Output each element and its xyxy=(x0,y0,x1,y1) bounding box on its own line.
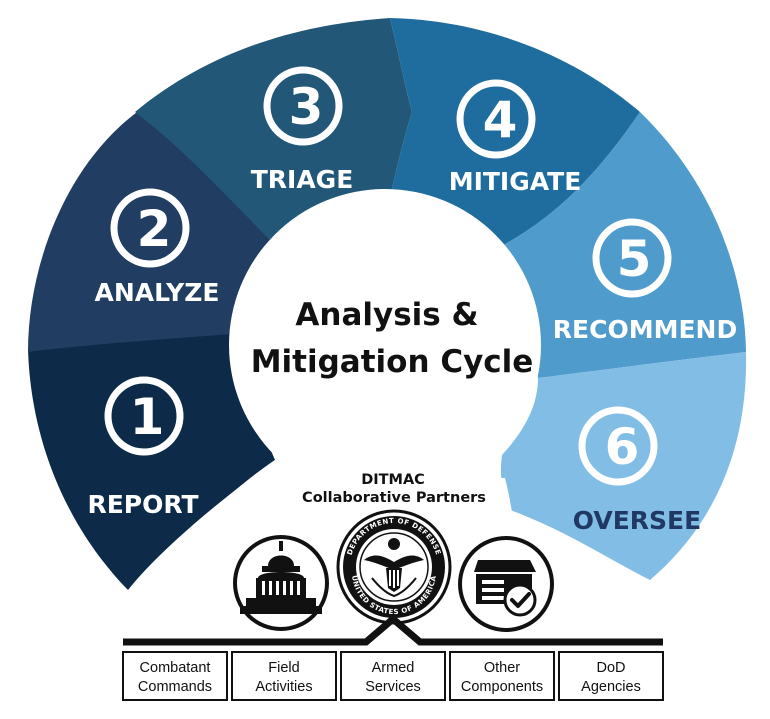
step-2-number-circle xyxy=(110,188,190,268)
step-6-number-circle xyxy=(578,406,658,486)
step-1-number-circle xyxy=(104,376,184,456)
step-4-number-circle xyxy=(456,79,536,159)
partner-box-line2: Components xyxy=(461,679,543,695)
segment-report xyxy=(28,330,275,590)
center-title-line1: Analysis & xyxy=(295,297,478,333)
segment-mitigate xyxy=(385,18,640,248)
capitol-icon xyxy=(233,535,329,631)
partners-title-line2: Collaborative Partners xyxy=(302,490,486,506)
step-5-number: 5 xyxy=(617,230,652,288)
step-1-number: 1 xyxy=(130,388,165,446)
step-2-label: ANALYZE xyxy=(95,278,220,307)
partners-boxes: Combatant Commands Field Activities Arme… xyxy=(122,651,664,701)
partner-box-armed-services: Armed Services xyxy=(340,651,446,701)
step-analyze: 2 ANALYZE xyxy=(95,188,220,307)
partner-box-field-activities: Field Activities xyxy=(231,651,337,701)
step-3-number: 3 xyxy=(289,78,324,136)
partner-box-other-components: Other Components xyxy=(449,651,555,701)
building-check-icon xyxy=(458,536,554,632)
step-triage: 3 TRIAGE xyxy=(251,66,354,194)
partner-box-combatant-commands: Combatant Commands xyxy=(122,651,228,701)
partner-box-line2: Commands xyxy=(138,679,212,695)
partner-box-line1: Armed xyxy=(372,660,415,676)
step-5-number-circle xyxy=(592,218,672,298)
cycle-segments xyxy=(28,18,747,590)
step-3-number-circle xyxy=(263,66,343,146)
step-oversee: 6 OVERSEE xyxy=(573,406,701,535)
segment-recommend xyxy=(498,112,746,378)
partner-box-line1: Other xyxy=(484,660,520,676)
step-5-label: RECOMMEND xyxy=(553,315,737,344)
dod-seal-icon: DEPARTMENT OF DEFENSE UNITED STATES OF A… xyxy=(336,509,452,625)
step-6-number: 6 xyxy=(605,418,640,476)
step-report: 1 REPORT xyxy=(87,376,199,519)
step-recommend: 5 RECOMMEND xyxy=(553,218,737,344)
segment-oversee xyxy=(500,352,747,580)
partners-bracket-line xyxy=(123,614,663,646)
partner-box-line1: Combatant xyxy=(140,660,211,676)
step-4-label: MITIGATE xyxy=(449,167,582,196)
partner-box-line1: Field xyxy=(268,660,299,676)
step-4-number: 4 xyxy=(483,91,518,149)
segment-analyze xyxy=(28,110,276,352)
partner-box-line2: Agencies xyxy=(581,679,641,695)
step-6-label: OVERSEE xyxy=(573,506,701,535)
step-3-label: TRIAGE xyxy=(251,165,354,194)
partners-title-line1: DITMAC xyxy=(361,472,425,488)
step-mitigate: 4 MITIGATE xyxy=(449,79,582,196)
partner-box-dod-agencies: DoD Agencies xyxy=(558,651,664,701)
center-title-line2: Mitigation Cycle xyxy=(251,344,534,380)
partner-box-line2: Services xyxy=(365,679,421,695)
center-circle xyxy=(229,189,541,501)
step-1-label: REPORT xyxy=(87,490,198,519)
step-2-number: 2 xyxy=(137,200,172,258)
partner-box-line1: DoD xyxy=(596,660,625,676)
partner-box-line2: Activities xyxy=(255,679,312,695)
